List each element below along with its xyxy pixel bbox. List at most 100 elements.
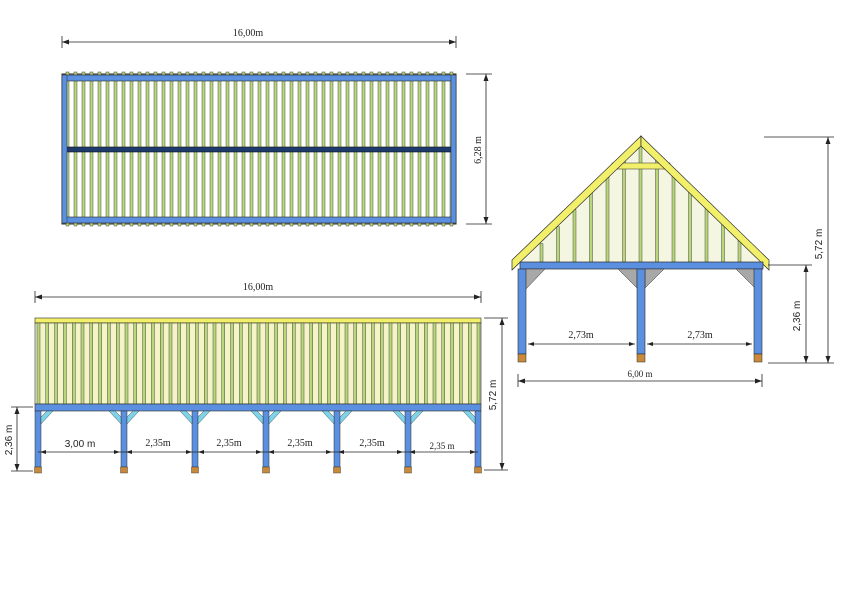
side-stud xyxy=(353,322,357,405)
side-post-height-label: 2,36 m xyxy=(4,425,15,456)
side-post-foot xyxy=(474,466,482,474)
bracket-middle-right xyxy=(644,268,665,289)
side-stud xyxy=(221,322,226,405)
front-width-dimension: 6,00 m xyxy=(517,369,763,387)
side-stud xyxy=(239,322,243,405)
side-brace-right xyxy=(410,410,424,425)
side-stud xyxy=(388,322,393,405)
side-brace-left xyxy=(462,410,476,425)
gable-stud xyxy=(589,192,593,263)
side-bay-4-label: 2,35m xyxy=(287,438,313,449)
side-stud xyxy=(468,322,472,405)
side-stud xyxy=(406,322,410,405)
gable-stud xyxy=(622,158,626,263)
side-brace-right xyxy=(126,410,140,425)
side-stud xyxy=(247,322,252,405)
side-stud xyxy=(168,322,173,405)
side-stud xyxy=(424,322,428,405)
side-stud xyxy=(450,322,454,405)
gable-stud xyxy=(704,205,709,263)
side-stud xyxy=(318,322,322,405)
side-brace-left xyxy=(250,410,264,425)
side-stud xyxy=(186,322,190,405)
side-stud xyxy=(115,322,120,405)
side-height-dimension: 5,72 m xyxy=(484,317,508,471)
side-bay-6-label: 2,35 m xyxy=(429,441,454,451)
side-post xyxy=(120,410,128,468)
side-view-eave-beam xyxy=(34,403,482,412)
side-brace-left xyxy=(179,410,193,425)
side-brace-right xyxy=(339,410,353,425)
side-stud xyxy=(344,322,349,405)
side-stud xyxy=(98,322,102,405)
side-brace-left xyxy=(108,410,122,425)
side-stud xyxy=(362,322,366,405)
side-bay-5-label: 2,35m xyxy=(359,438,385,449)
side-view-roof-plate xyxy=(34,317,482,324)
front-height-dimension: 5,72 m xyxy=(764,136,834,364)
side-stud xyxy=(195,322,199,405)
side-stud xyxy=(151,322,155,405)
side-post-height-dimension: 2,36 m xyxy=(4,406,33,472)
side-stud xyxy=(124,322,129,405)
top-depth-label: 6,28 m xyxy=(473,136,484,164)
bracket-middle-left xyxy=(617,268,638,289)
top-view-beam-top xyxy=(61,74,457,82)
gable-stud xyxy=(655,154,659,263)
side-stud xyxy=(265,322,269,405)
side-bay-3-label: 2,35m xyxy=(216,438,242,449)
side-post-foot xyxy=(262,466,270,474)
front-post-height-dimension: 2,36 m xyxy=(768,264,812,364)
side-bay-dimensions: 3,00 m 2,35m 2,35m 2,35m 2,35m 2,35 m xyxy=(38,438,478,454)
side-stud xyxy=(397,322,401,405)
front-post-height-label: 2,36 m xyxy=(792,301,803,332)
front-height-label: 5,72 m xyxy=(814,229,825,260)
side-stud xyxy=(309,322,313,405)
side-bay-2-label: 2,35m xyxy=(145,438,171,449)
gable-stud xyxy=(688,188,692,263)
tie-beam xyxy=(519,261,764,270)
side-view-posts xyxy=(34,410,482,474)
side-stud xyxy=(45,322,49,405)
side-brace-left xyxy=(392,410,406,425)
side-stud xyxy=(380,322,384,405)
side-brace-right xyxy=(40,410,54,425)
front-bay-right-label: 2,73m xyxy=(687,330,713,341)
side-stud xyxy=(133,322,138,405)
side-brace-right xyxy=(268,410,282,425)
side-post-foot xyxy=(191,466,199,474)
side-stud xyxy=(300,322,305,405)
side-post xyxy=(404,410,412,468)
side-stud xyxy=(274,322,278,405)
side-stud xyxy=(54,322,58,405)
top-length-dimension: 16,00m xyxy=(61,28,457,48)
top-view: 16,00m 6,28 m xyxy=(61,28,492,227)
top-view-beam-bottom xyxy=(61,216,457,224)
side-post xyxy=(262,410,270,468)
right-rafter xyxy=(640,135,770,271)
gable-stud xyxy=(539,243,544,263)
side-stud xyxy=(177,322,182,405)
side-length-dimension: 16,00m xyxy=(34,282,482,303)
side-stud xyxy=(230,322,234,405)
side-stud xyxy=(212,322,217,405)
side-length-label: 16,00m xyxy=(243,282,274,293)
gable-stud xyxy=(721,222,725,263)
side-stud xyxy=(107,322,111,405)
side-stud xyxy=(71,322,76,405)
top-view-ridge xyxy=(61,146,457,153)
front-foot-left xyxy=(517,353,527,363)
top-view-end-left xyxy=(61,74,68,224)
side-stud xyxy=(63,322,67,405)
side-stud xyxy=(415,322,419,405)
gable-stud xyxy=(671,171,676,263)
side-height-label: 5,72 m xyxy=(488,380,499,411)
side-post xyxy=(34,410,42,468)
side-stud xyxy=(159,322,164,405)
front-bay-dimensions: 2,73m 2,73m xyxy=(528,330,752,346)
side-stud xyxy=(142,322,146,405)
side-post xyxy=(191,410,199,468)
bracket-left xyxy=(524,268,546,291)
side-view: 16,00m 5,72 m 2,36 m 3,00 m 2,35m 2,35m … xyxy=(4,282,508,474)
